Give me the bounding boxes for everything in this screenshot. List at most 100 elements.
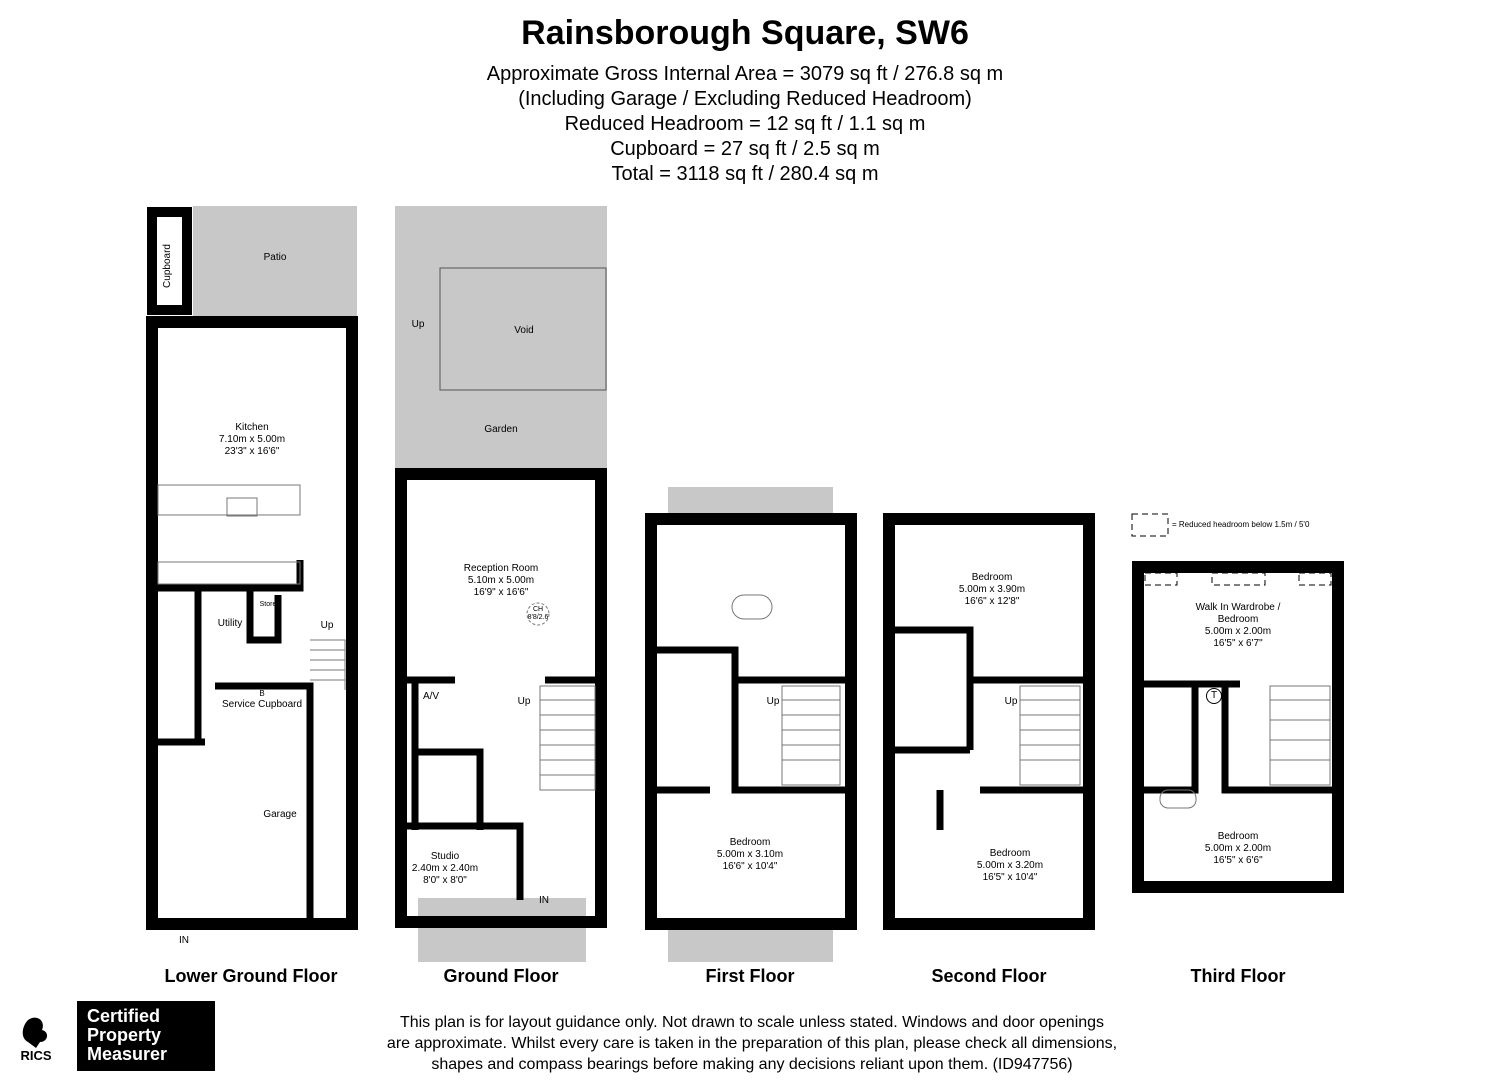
water-tank-label: T: [1206, 688, 1222, 704]
kitchen-island: [157, 484, 301, 516]
room-name: Bedroom: [1217, 831, 1259, 842]
room-label-service-cupboard: Service Cupboard: [221, 699, 303, 710]
room-label-garage: Garage: [263, 809, 297, 820]
room-label-utility: Utility: [217, 618, 243, 629]
garden-steps-up-label: Up: [411, 319, 425, 330]
room-size-imperial: 16'5" x 10'4": [982, 872, 1038, 883]
floor-label-first: First Floor: [705, 966, 795, 986]
disclaimer-line: are approximate. Whilst every care is ta…: [386, 1035, 1118, 1052]
entrance-label: IN: [539, 895, 549, 906]
floor-label-second: Second Floor: [931, 966, 1047, 986]
third-walls: [1132, 561, 1344, 893]
area-line: Reduced Headroom = 12 sq ft / 1.1 sq m: [564, 113, 926, 135]
badge-line: Measurer: [87, 1044, 168, 1064]
entrance-label: IN: [179, 935, 189, 946]
room-label-garden: Garden: [484, 424, 518, 435]
stairs-up-label: Up: [517, 696, 531, 707]
disclaimer-line: shapes and compass bearings before makin…: [431, 1056, 1073, 1073]
ground-walls: [395, 468, 607, 928]
hob-icon: [226, 497, 258, 517]
second-walls: [883, 513, 1095, 930]
room-name: Bedroom: [971, 572, 1013, 583]
reduced-headroom-areas: [1131, 513, 1332, 586]
stairs-up-label: Up: [1004, 696, 1018, 707]
room-size-metric: 5.10m x 5.00m: [467, 575, 535, 586]
bath-icon: [1159, 789, 1197, 809]
room-size-metric: 5.00m x 2.00m: [1204, 626, 1272, 637]
room-name: Studio: [430, 851, 460, 862]
room-size-metric: 2.40m x 2.40m: [411, 863, 479, 874]
room-label-void: Void: [514, 325, 534, 336]
room-label-patio: Patio: [263, 252, 287, 263]
room-label-bedroom: Bedroom 5.00m x 2.00m 16'5" x 6'6": [1205, 831, 1271, 867]
stairs-third: [1269, 685, 1331, 786]
rear-balcony: [668, 487, 833, 513]
outdoor-areas: [193, 206, 833, 962]
area-line: Approximate Gross Internal Area = 3079 s…: [486, 63, 1004, 85]
room-name-alt: Bedroom: [1217, 614, 1259, 625]
room-name: Kitchen: [235, 422, 269, 433]
badge-line: Certified: [87, 1006, 161, 1026]
void-outline: [439, 267, 607, 391]
room-size-imperial: 16'5" x 6'7": [1213, 638, 1263, 649]
page-title: Rainsborough Square, SW6: [521, 14, 969, 52]
area-line: (Including Garage / Excluding Reduced He…: [518, 88, 972, 110]
room-name: Reception Room: [463, 563, 539, 574]
front-balcony: [668, 930, 833, 962]
boiler-label: B: [259, 689, 265, 698]
ch-text: CH: [532, 606, 544, 613]
internal-walls: [152, 560, 1338, 930]
svg-text:RICS: RICS: [20, 1048, 51, 1063]
stairs-lower: [310, 639, 346, 690]
cupboard-walls: [147, 207, 192, 315]
stairs-up-label: Up: [766, 696, 780, 707]
floor-label-lower-ground: Lower Ground Floor: [164, 966, 338, 986]
room-size-imperial: 16'5" x 6'6": [1213, 855, 1263, 866]
room-size-metric: 5.00m x 3.20m: [976, 860, 1044, 871]
stairs-up-label: Up: [320, 620, 334, 631]
room-name: Bedroom: [989, 848, 1031, 859]
room-name: Walk In Wardrobe /: [1195, 602, 1281, 613]
garden-area: [395, 206, 607, 468]
front-step-area: [418, 898, 586, 962]
av-label: A/V: [422, 691, 440, 702]
disclaimer: This plan is for layout guidance only. N…: [387, 1012, 1117, 1075]
kitchen-counter: [157, 561, 301, 585]
stairs-first: [781, 685, 841, 786]
room-size-imperial: 23'3" x 16'6": [224, 446, 280, 457]
room-size-imperial: 16'6" x 12'8": [964, 596, 1020, 607]
lower-ground-walls: [146, 316, 358, 930]
badge-line: Property: [87, 1025, 162, 1045]
ch-value: 8'8/2.6: [527, 614, 549, 621]
certified-property-measurer-badge: Certified Property Measurer: [77, 1001, 215, 1071]
room-label-kitchen: Kitchen 7.10m x 5.00m 23'3" x 16'6": [219, 422, 285, 458]
patio-area: [193, 206, 357, 316]
room-label-studio: Studio 2.40m x 2.40m 8'0" x 8'0": [412, 851, 478, 887]
room-size-imperial: 8'0" x 8'0": [423, 875, 467, 886]
room-label-bedroom: Bedroom 5.00m x 3.20m 16'5" x 10'4": [977, 848, 1043, 884]
fixtures: [157, 484, 1331, 809]
room-size-metric: 7.10m x 5.00m: [218, 434, 286, 445]
stairs-ground: [539, 685, 596, 791]
area-line: Cupboard = 27 sq ft / 2.5 sq m: [610, 138, 880, 160]
floor-label-ground: Ground Floor: [443, 966, 559, 986]
room-label-bedroom: Bedroom 5.00m x 3.90m 16'6" x 12'8": [959, 572, 1025, 608]
room-size-imperial: 16'6" x 10'4": [722, 861, 778, 872]
room-size-metric: 5.00m x 3.10m: [716, 849, 784, 860]
stairs-second: [1019, 685, 1081, 786]
room-label-reception: Reception Room 5.10m x 5.00m 16'9" x 16'…: [464, 563, 538, 599]
room-label-store: Store: [259, 601, 277, 608]
room-size-metric: 5.00m x 2.00m: [1204, 843, 1272, 854]
room-label-cupboard: Cupboard: [162, 244, 173, 288]
room-label-wardrobe-bedroom: Walk In Wardrobe / Bedroom 5.00m x 2.00m…: [1196, 602, 1281, 650]
rics-logo: RICS: [20, 1017, 52, 1063]
disclaimer-line: This plan is for layout guidance only. N…: [399, 1014, 1105, 1031]
legend-swatch: [1131, 513, 1169, 537]
outer-walls: [146, 207, 1344, 930]
legend-text: = Reduced headroom below 1.5m / 5'0: [1172, 520, 1310, 529]
room-label-bedroom: Bedroom 5.00m x 3.10m 16'6" x 10'4": [717, 837, 783, 873]
floor-label-third: Third Floor: [1190, 966, 1286, 986]
area-line: Total = 3118 sq ft / 280.4 sq m: [611, 163, 879, 185]
